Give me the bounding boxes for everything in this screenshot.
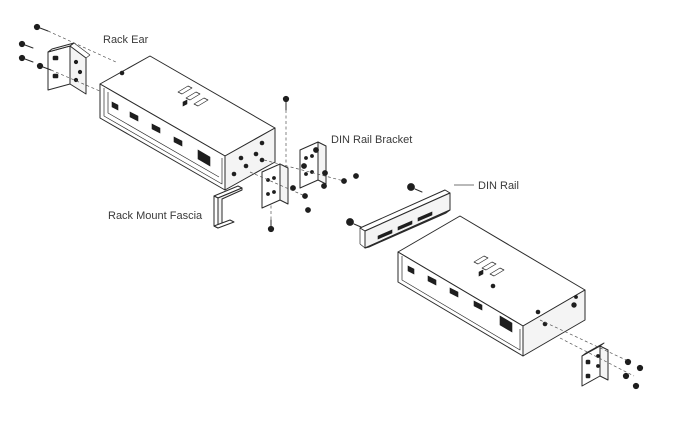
lower-device-housing — [397, 215, 586, 357]
front-vent-slots-lower — [407, 265, 513, 333]
rack-ear — [47, 42, 91, 95]
label-din-rail-bracket: DIN Rail Bracket — [331, 134, 413, 146]
brand-logo-lower — [473, 255, 505, 277]
rack-ear-screws — [18, 23, 119, 99]
bracket-screws — [249, 147, 359, 213]
din-rail-screws — [346, 183, 423, 228]
din-rail — [359, 189, 451, 249]
rack-ear-lower-screws — [539, 319, 644, 390]
vertical-mount-screws — [267, 95, 290, 233]
rack-mount-fascia — [213, 185, 243, 229]
front-vent-slots — [111, 101, 211, 167]
brand-logo — [177, 85, 209, 107]
upper-device-housing — [99, 55, 276, 191]
label-rack-ear: Rack Ear — [103, 34, 149, 46]
label-din-rail: DIN Rail — [478, 180, 519, 192]
rack-ear-lower — [581, 342, 609, 387]
din-rail-bracket — [261, 141, 327, 209]
label-rack-mount-fascia: Rack Mount Fascia — [108, 210, 203, 222]
